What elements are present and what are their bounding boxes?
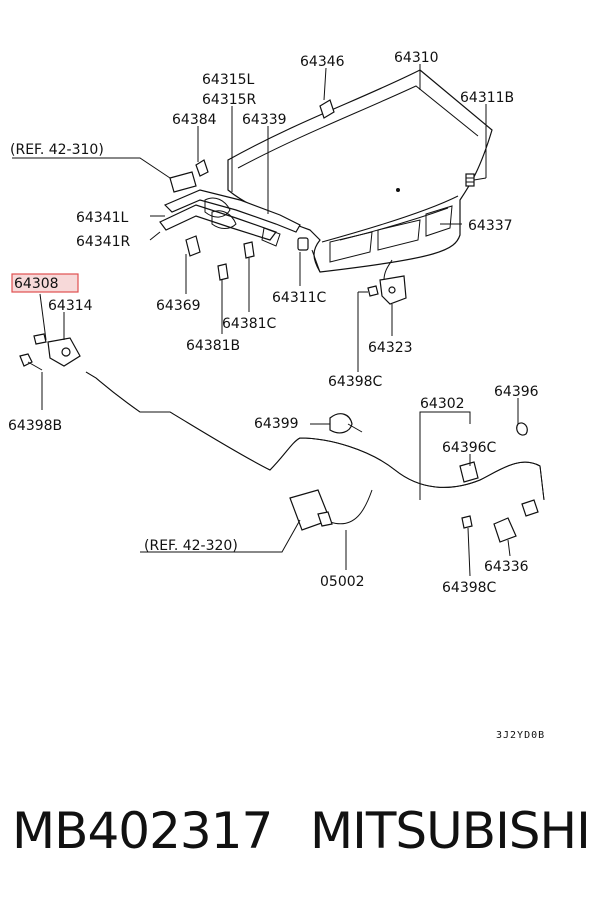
part-labels: 64346 64310 64315L 64315R 64311B 64384 6…	[8, 50, 545, 741]
leader-lines	[12, 64, 519, 577]
label-64398c-lower: 64398C	[442, 580, 497, 596]
label-64396c: 64396C	[442, 440, 497, 456]
label-64398b: 64398B	[8, 418, 62, 434]
part-number: MB402317	[12, 802, 273, 860]
label-64323: 64323	[368, 340, 413, 356]
latch-assembly	[19, 333, 81, 371]
label-64396: 64396	[494, 384, 539, 400]
footer: MB402317 MITSUBISHI	[0, 790, 600, 890]
label-64381c: 64381C	[222, 316, 277, 332]
label-64311c: 64311C	[272, 290, 327, 306]
highlight-box-64308	[11, 273, 79, 293]
label-64398c-upper: 64398C	[328, 374, 383, 390]
label-ref-42-310: (REF. 42-310)	[10, 142, 104, 158]
parts-diagram: 64346 64310 64315L 64315R 64311B 64384 6…	[8, 50, 545, 741]
label-64341l: 64341L	[76, 210, 129, 226]
label-64341r: 64341R	[76, 234, 131, 250]
label-64381b: 64381B	[186, 338, 240, 354]
drawing-code: 3J2YD0B	[496, 730, 545, 741]
label-05002: 05002	[320, 574, 365, 590]
lower-parts	[289, 413, 539, 543]
label-ref-42-320: (REF. 42-320)	[144, 538, 238, 554]
label-64310: 64310	[394, 50, 439, 66]
label-64346: 64346	[300, 54, 345, 70]
label-64311b: 64311B	[460, 90, 514, 106]
label-64384: 64384	[172, 112, 217, 128]
label-64314: 64314	[48, 298, 93, 314]
label-64302: 64302	[420, 396, 465, 412]
label-64336: 64336	[484, 559, 529, 575]
label-64339: 64339	[242, 112, 287, 128]
brand-name: MITSUBISHI	[310, 802, 591, 860]
small-parts	[185, 99, 475, 305]
label-64369: 64369	[156, 298, 201, 314]
label-64308: 64308	[14, 276, 59, 292]
label-64337: 64337	[468, 218, 513, 234]
hinge-assembly	[159, 171, 301, 247]
label-64399: 64399	[254, 416, 299, 432]
label-64315r: 64315R	[202, 92, 257, 108]
label-64315l: 64315L	[202, 72, 255, 88]
release-cable	[85, 371, 545, 525]
